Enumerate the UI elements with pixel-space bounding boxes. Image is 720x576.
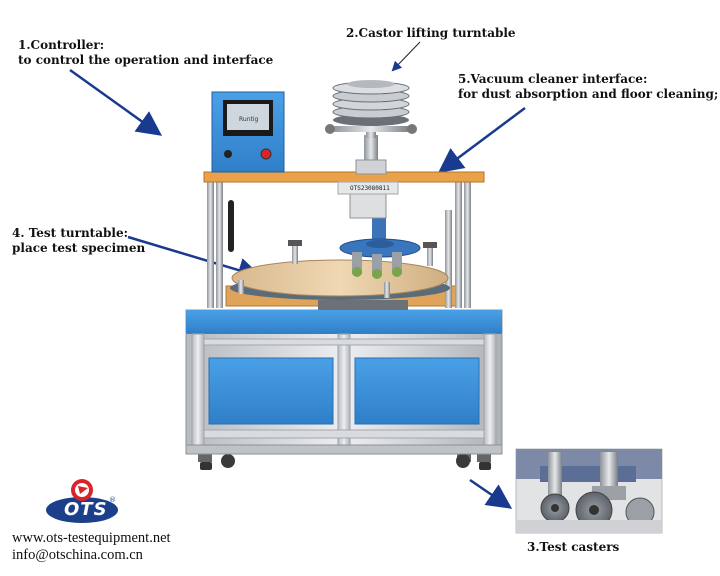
castor-lifting-label: 2.Castor lifting turntable bbox=[346, 26, 516, 40]
arrow-controller bbox=[69, 68, 163, 136]
vacuum-title: 5.Vacuum cleaner interface: bbox=[458, 72, 648, 86]
support-columns bbox=[207, 180, 471, 308]
website-text: www.ots-testequipment.net bbox=[12, 530, 171, 546]
ots-logo bbox=[46, 479, 118, 523]
email-text: info@otschina.com.cn bbox=[12, 547, 143, 563]
arrow-casters bbox=[469, 478, 513, 509]
arrow-turntable bbox=[127, 235, 263, 283]
test-casters-label: 3.Test casters bbox=[527, 540, 620, 554]
top-plate bbox=[203, 171, 485, 183]
annotation-arrows bbox=[69, 41, 526, 509]
arrow-castor bbox=[391, 41, 421, 72]
controller-box bbox=[211, 91, 285, 173]
castor-lifting-turntable bbox=[325, 80, 417, 138]
caster-assembly bbox=[339, 218, 421, 279]
machine-feet bbox=[198, 452, 491, 470]
logo-registered-mark: ® bbox=[109, 496, 116, 504]
controller-title: 1.Controller: bbox=[18, 38, 105, 52]
arrow-vacuum bbox=[437, 106, 526, 173]
vacuum-description: for dust absorption and floor cleaning; bbox=[458, 87, 719, 101]
controller-screen-text: Runtig bbox=[239, 116, 259, 123]
nameplate-text: OTS23080811 bbox=[350, 185, 390, 192]
test-casters-photo bbox=[515, 448, 663, 534]
central-column bbox=[337, 135, 399, 219]
logo-text: OTS bbox=[64, 499, 108, 520]
turntable-title: 4. Test turntable: bbox=[12, 226, 129, 240]
controller-description: to control the operation and interface bbox=[18, 53, 274, 67]
base-cabinet bbox=[185, 309, 503, 455]
turntable-description: place test specimen bbox=[12, 241, 146, 255]
